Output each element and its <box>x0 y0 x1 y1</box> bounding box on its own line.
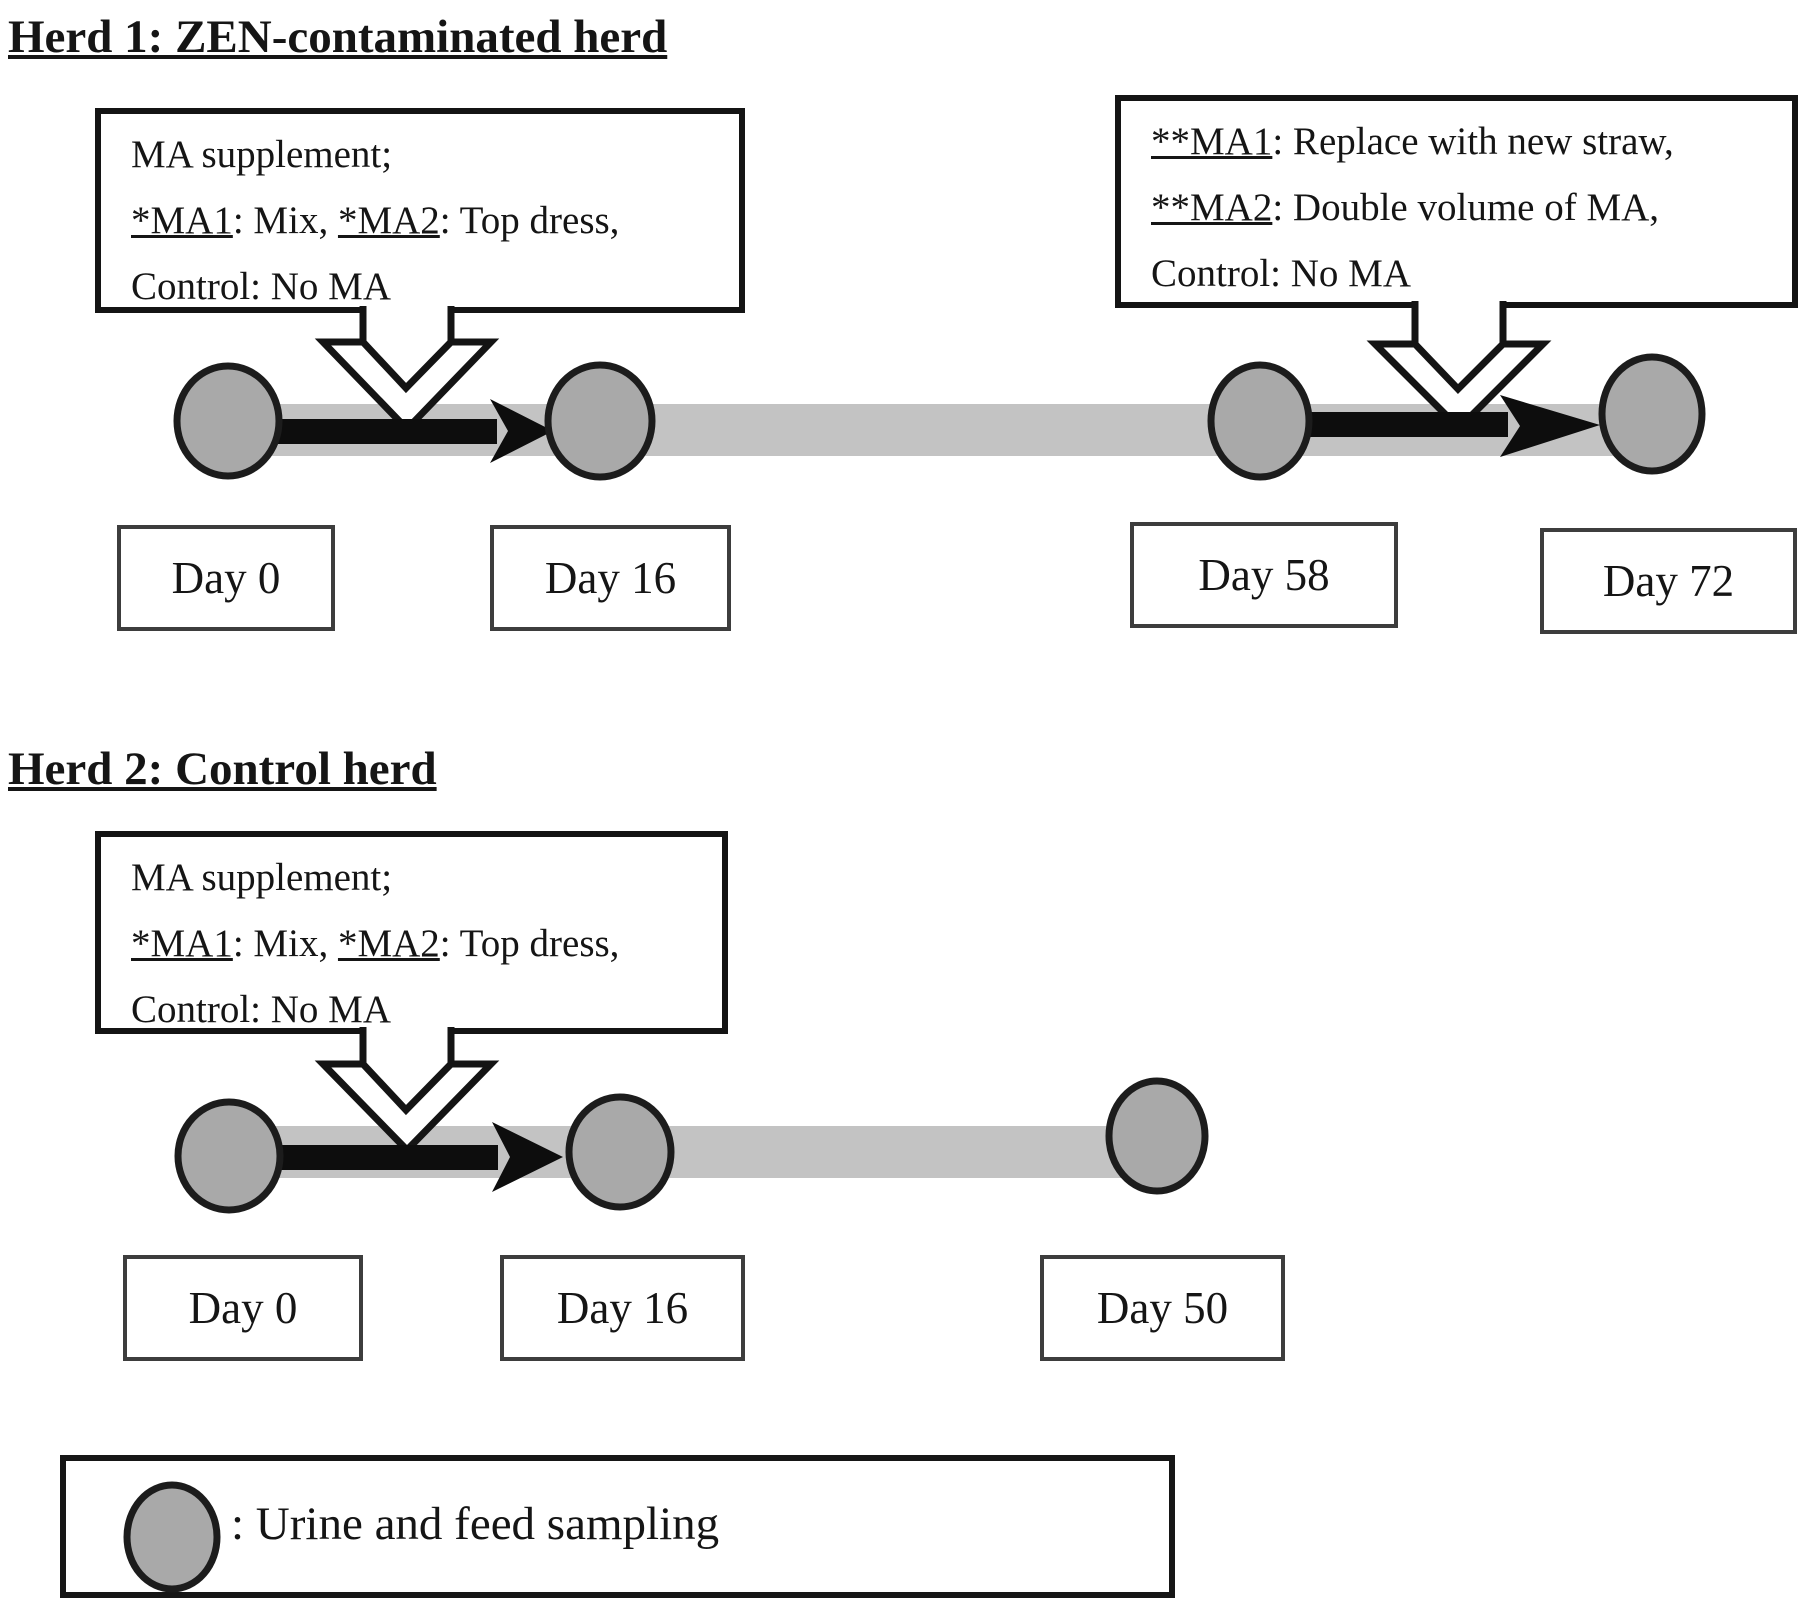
arrow-notch <box>360 1061 454 1116</box>
legend-label: : Urine and feed sampling <box>231 1498 720 1550</box>
text-segment: Control: No MA <box>131 265 392 308</box>
text-segment: Control: No MA <box>1151 252 1412 295</box>
callout-line: Control: No MA <box>131 254 733 320</box>
text-segment: : Mix, <box>232 199 338 242</box>
day-label: Day 16 <box>490 525 731 631</box>
herd1-right-callout: **MA1: Replace with new straw, **MA2: Do… <box>1115 95 1798 308</box>
text-segment: : Top dress, <box>439 922 620 965</box>
legend-box: : Urine and feed sampling <box>60 1455 1175 1598</box>
herd2-title: Herd 2: Control herd <box>8 743 437 795</box>
underlined-term: *MA1 <box>131 199 233 242</box>
day-label: Day 0 <box>117 525 335 631</box>
callout-line: *MA1: Mix, *MA2: Top dress, <box>131 911 716 977</box>
text-segment: : Top dress, <box>439 199 620 242</box>
arrow-notch <box>1412 341 1506 395</box>
text-segment: Control: No MA <box>131 988 392 1031</box>
arrow-notch <box>360 339 454 394</box>
callout-line: **MA1: Replace with new straw, <box>1151 109 1786 175</box>
text-segment: : Mix, <box>232 922 338 965</box>
treatment-arrow <box>250 1122 563 1192</box>
herd1-title: Herd 1: ZEN-contaminated herd <box>8 11 668 63</box>
day-label: Day 0 <box>123 1255 363 1361</box>
treatment-arrow <box>1295 395 1600 457</box>
text-segment: : Double volume of MA, <box>1272 186 1660 229</box>
sampling-circle <box>1598 353 1706 475</box>
callout-line: **MA2: Double volume of MA, <box>1151 175 1786 241</box>
day-label: Day 58 <box>1130 522 1398 628</box>
treatment-arrow <box>250 399 553 463</box>
intervention-arrow-down-icon <box>1366 301 1552 433</box>
intervention-arrow-down-icon <box>314 1027 500 1156</box>
intervention-arrow-down-icon <box>314 306 500 435</box>
sampling-circle <box>1105 1077 1209 1195</box>
herd1-timeline-band <box>228 404 1655 456</box>
sampling-circle <box>174 1098 284 1214</box>
underlined-term: *MA1 <box>131 922 233 965</box>
sampling-circle <box>565 1093 675 1211</box>
day-label: Day 72 <box>1540 528 1797 634</box>
sampling-circle <box>1207 361 1313 481</box>
day-label: Day 16 <box>500 1255 745 1361</box>
callout-line: MA supplement; <box>131 845 716 911</box>
underlined-term: **MA1 <box>1151 120 1273 163</box>
sampling-circle <box>173 362 283 480</box>
callout-line: Control: No MA <box>131 977 716 1043</box>
underlined-term: *MA2 <box>337 922 440 965</box>
sampling-circle <box>544 361 656 481</box>
callout-line: Control: No MA <box>1151 241 1786 307</box>
herd2-callout: MA supplement; *MA1: Mix, *MA2: Top dres… <box>95 831 728 1034</box>
underlined-term: *MA2 <box>337 199 440 242</box>
text-segment: MA supplement; <box>131 133 393 176</box>
herd2-timeline-band <box>228 1126 1157 1178</box>
callout-line: MA supplement; <box>131 122 733 188</box>
text-segment: MA supplement; <box>131 856 393 899</box>
callout-line: *MA1: Mix, *MA2: Top dress, <box>131 188 733 254</box>
herd1-left-callout: MA supplement; *MA1: Mix, *MA2: Top dres… <box>95 108 745 313</box>
day-label: Day 50 <box>1040 1255 1285 1361</box>
text-segment: : Replace with new straw, <box>1272 120 1674 163</box>
underlined-term: **MA2 <box>1151 186 1273 229</box>
